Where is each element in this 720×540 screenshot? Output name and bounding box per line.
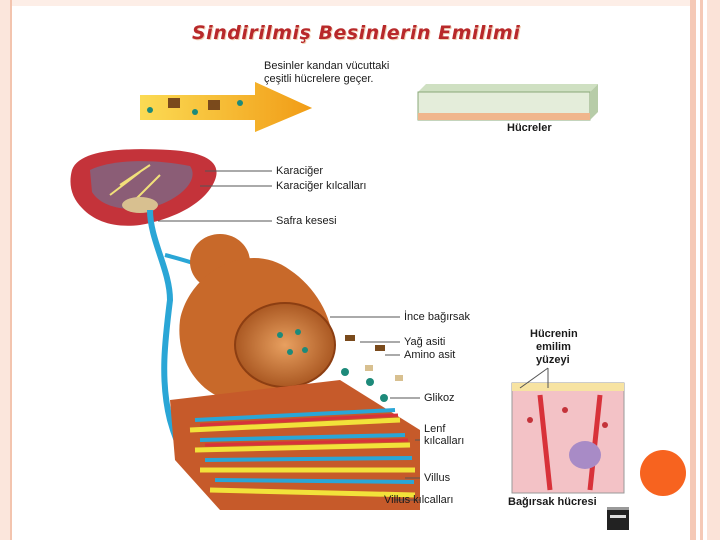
label-glucose: Glikoz (424, 392, 455, 404)
label-gallbladder: Safra kesesi (276, 215, 337, 227)
intro-text-line-1: Besinler kandan vücuttaki (264, 60, 390, 72)
liver (70, 149, 217, 226)
intro-text-line-2: çeşitli hücrelere geçer. (264, 73, 374, 85)
presentation-icon[interactable] (607, 507, 629, 530)
label-liver: Karaciğer (276, 165, 324, 177)
label-lymph-line-2: kılcalları (424, 435, 465, 447)
slide-title: Sindirilmiş Besinlerin Emilimi (192, 22, 521, 44)
slide-left-border (0, 0, 12, 540)
villi (170, 380, 420, 510)
label-villus-capillaries: Villus kılcalları (384, 494, 454, 506)
label-liver-capillaries: Karaciğer kılcalları (276, 180, 367, 192)
arrow-icon (140, 82, 312, 132)
slide-top-border (0, 0, 690, 6)
label-cells: Hücreler (507, 122, 552, 134)
label-leader-lines (158, 170, 549, 501)
label-absorption-line-3: yüzeyi (536, 354, 570, 366)
cells-block (417, 84, 598, 121)
intestine-cell (511, 382, 625, 494)
gallbladder (122, 197, 158, 213)
label-villus: Villus (424, 472, 451, 484)
slide-right-border (690, 0, 720, 540)
small-intestine (179, 234, 336, 400)
label-fatty-acid: Yağ asiti (404, 336, 446, 348)
label-absorption-line-2: emilim (536, 341, 571, 353)
label-intestine-cell: Bağırsak hücresi (508, 496, 597, 508)
label-small-intestine: İnce bağırsak (404, 311, 471, 323)
label-lymph-line-1: Lenf (424, 423, 446, 435)
label-amino-acid: Amino asit (404, 349, 456, 361)
label-absorption-line-1: Hücrenin (530, 328, 578, 340)
accent-circle (640, 450, 686, 496)
nutrient-particles (341, 335, 403, 402)
arrow-particles (147, 98, 243, 115)
